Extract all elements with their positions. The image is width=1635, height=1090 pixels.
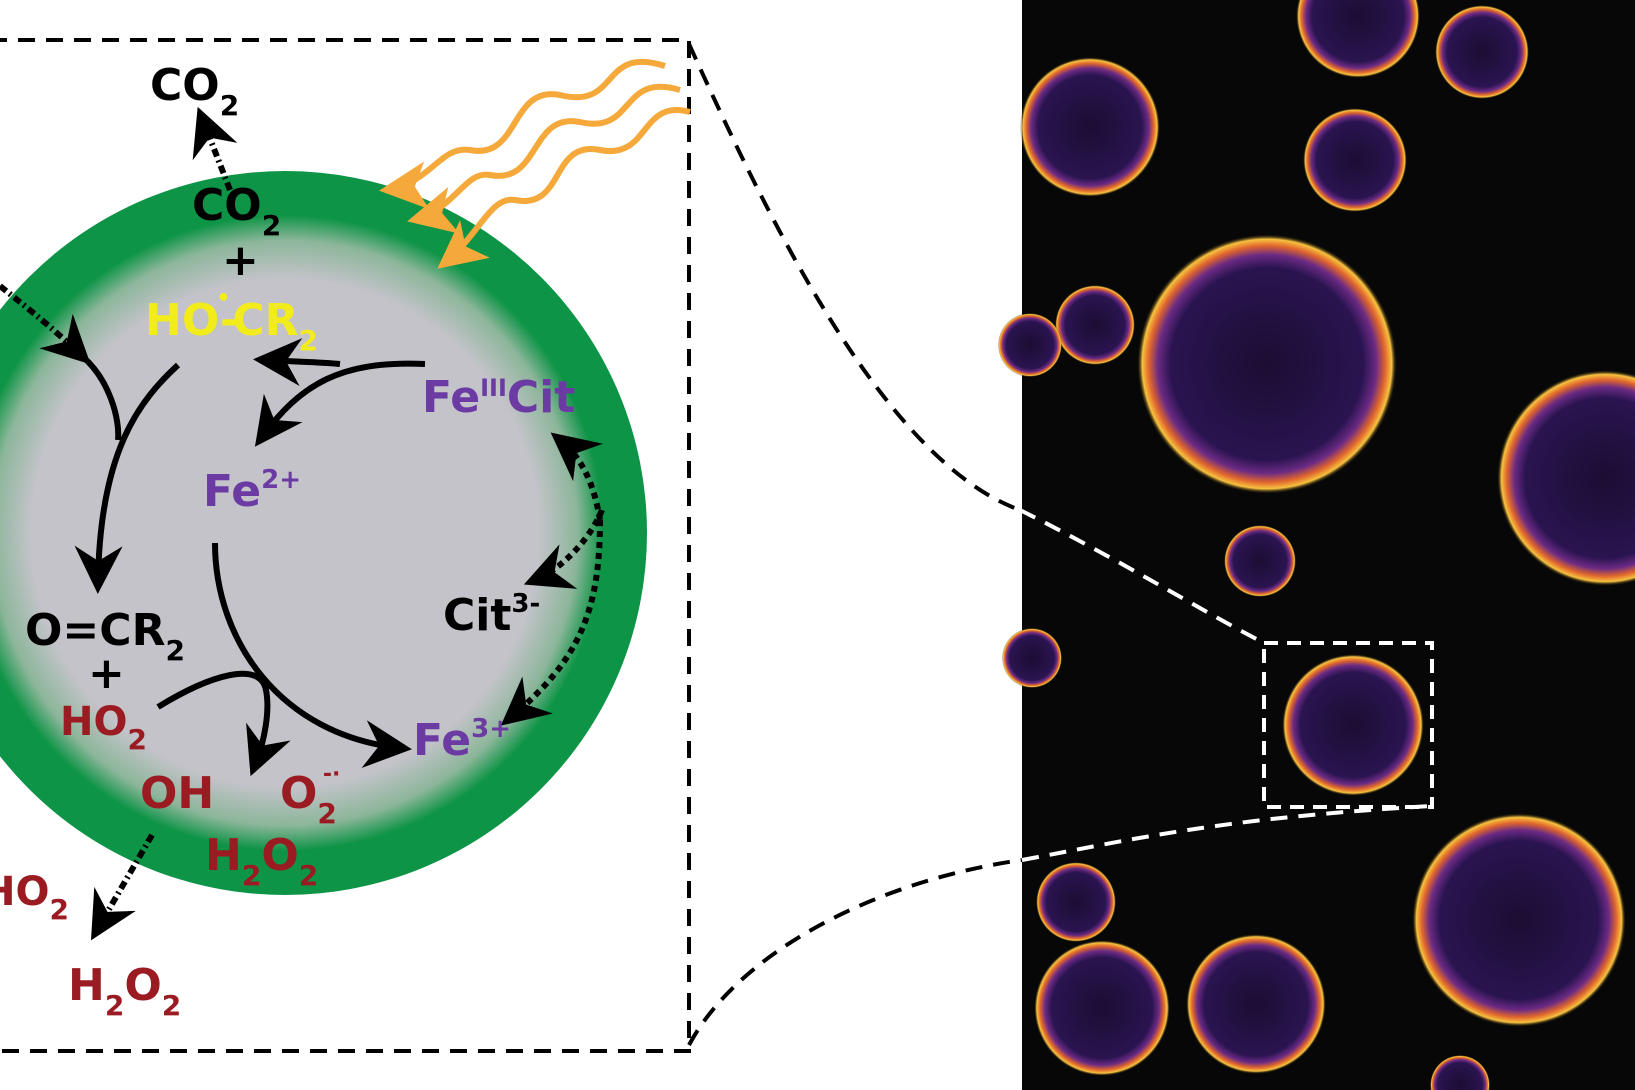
arrow-h2o2-release	[90, 833, 155, 941]
arrow-fe3-to-fecit	[550, 432, 604, 521]
label-h2o2-in: H2O2	[205, 830, 318, 892]
label-plus-2: +	[88, 648, 125, 699]
label-ketone: O=CR2	[25, 605, 185, 667]
label-cit3: Cit3-	[443, 589, 540, 641]
arrow-ho2-reduction	[156, 670, 291, 777]
label-h2o2-out: H2O2	[68, 960, 181, 1022]
zoom-line-bottom	[687, 858, 1023, 1046]
label-superoxide: O2-·	[280, 762, 340, 830]
arrow-fecit-fe3-exchange	[500, 519, 603, 726]
inset-box	[0, 38, 691, 1053]
particle-core	[0, 215, 603, 851]
arrow-fe2-to-fe3	[212, 542, 412, 768]
label-ho2-in: HO2	[60, 699, 147, 756]
label-plus-1: +	[222, 235, 259, 286]
microparticle-icon	[998, 0, 1635, 1090]
arrow-fecit-cit-exchange	[523, 508, 605, 589]
arrow-co2-release	[192, 106, 238, 192]
arrow-radical-to-ketone	[74, 362, 181, 594]
label-radical: HO-•CR2	[145, 286, 318, 357]
zoom-line-top	[687, 43, 1021, 512]
zoom-line-top	[1019, 508, 1265, 645]
reaction-arrows	[0, 106, 605, 941]
zoom-box	[1262, 641, 1434, 809]
label-co2-in: CO2	[192, 180, 281, 242]
label-co2-out: CO2	[150, 60, 239, 122]
label-fe3: Fe3+	[413, 714, 511, 766]
zoom-line-bottom	[1021, 804, 1433, 862]
label-fe-iii-cit: FeIIICit	[422, 372, 575, 423]
arrow-to-ketone	[79, 353, 122, 441]
label-ho2-out: HO2	[0, 869, 69, 926]
wavy-light-arrows-icon	[379, 58, 691, 269]
label-fe2: Fe2+	[203, 465, 301, 517]
arrow-to-radical	[253, 338, 341, 387]
micrograph-panel	[998, 0, 1635, 1090]
label-oh: OH	[140, 768, 214, 819]
arrow-fecit-to-fe2	[254, 360, 426, 447]
arrow-substrate-in	[0, 283, 91, 365]
